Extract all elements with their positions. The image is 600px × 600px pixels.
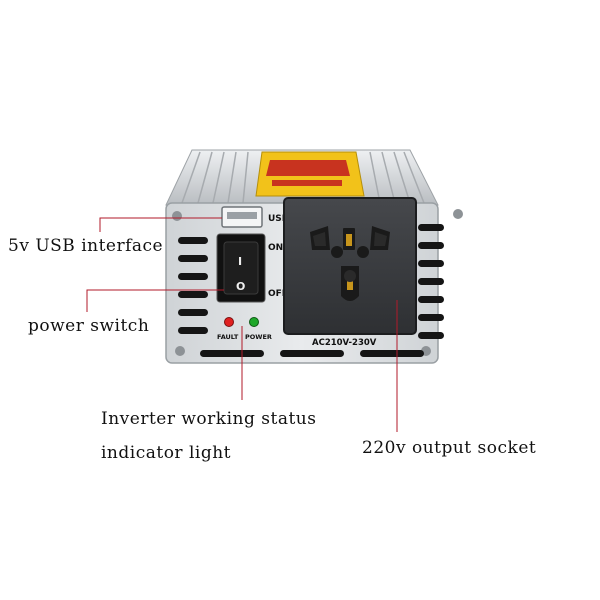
power-led-icon (249, 317, 259, 327)
socket-rating-label: AC210V-230V (312, 338, 377, 348)
ac-socket: AC210V-230V (283, 197, 417, 348)
power-switch-callout: power switch (28, 316, 150, 336)
rocker-switch: I O ON OFF (216, 233, 288, 303)
bottom-vents (200, 350, 424, 357)
screw-icon (175, 346, 185, 356)
usb-callout-line (99, 217, 222, 232)
usb-port: USB (221, 206, 289, 228)
status-light-callout-line2: indicator light (101, 443, 231, 463)
off-label: OFF (268, 289, 288, 299)
fault-led-icon (224, 317, 234, 327)
switch-on-symbol: I (238, 255, 242, 268)
screw-icon (172, 211, 182, 221)
fault-label: FAULT (217, 333, 239, 341)
power-label: POWER (245, 333, 272, 341)
left-vents (178, 237, 208, 334)
switch-off-symbol: O (236, 280, 245, 293)
casing-top (165, 149, 439, 206)
usb-interface-callout: 5v USB interface (8, 236, 164, 256)
screw-icon (453, 209, 463, 219)
output-socket-callout: 220v output socket (362, 438, 537, 458)
usb-label: USB (268, 214, 289, 224)
status-leds: FAULT POWER (217, 317, 272, 341)
switch-callout-line (86, 289, 224, 312)
on-label: ON (268, 243, 283, 253)
status-light-callout-line1: Inverter working status (101, 409, 317, 429)
callout-lines (86, 217, 398, 432)
right-vents (418, 224, 444, 339)
